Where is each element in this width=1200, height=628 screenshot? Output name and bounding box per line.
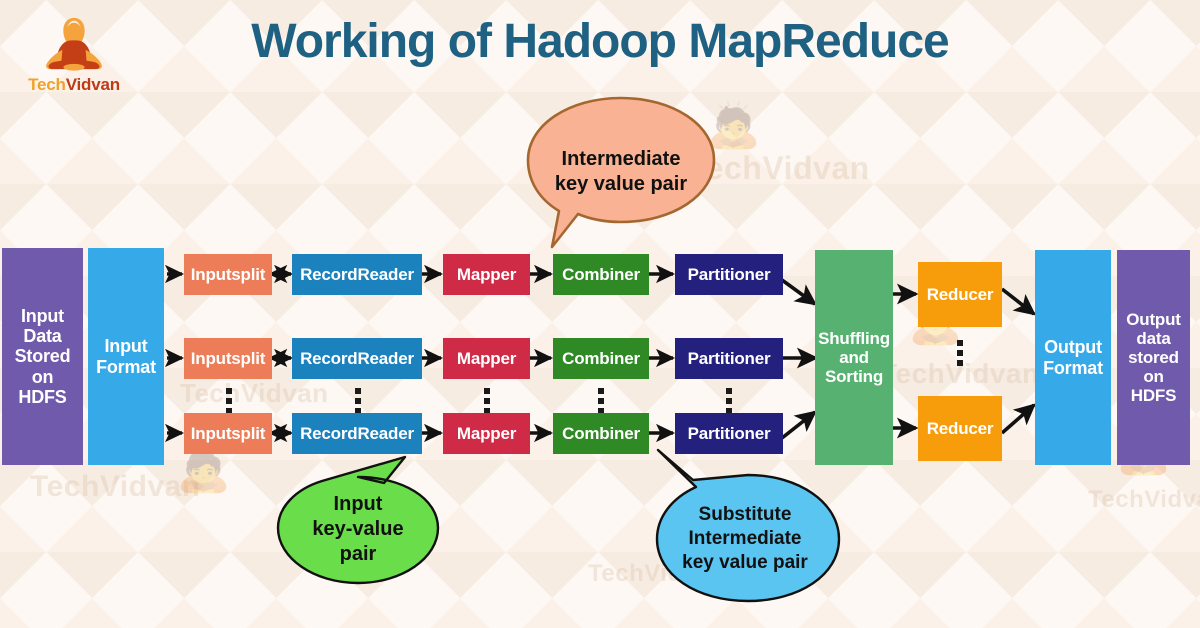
partitioner-box: Partitioner <box>675 338 783 379</box>
shuffling-sorting-block: Shuffling and Sorting <box>815 250 893 465</box>
callout-line: Input <box>333 492 383 515</box>
partitioner-box: Partitioner <box>675 413 783 454</box>
callout-line: key-value <box>312 517 404 540</box>
callout-line: Intermediate <box>561 147 681 170</box>
output-data-hdfs-block: Output data stored on HDFS <box>1117 250 1190 465</box>
brand-word-vidvan: Vidvan <box>65 75 120 94</box>
callout-bubble-shape <box>526 96 716 249</box>
watermark-text: TechVidvan <box>30 470 201 503</box>
reducer-ellipsis <box>956 340 964 366</box>
row-ellipsis <box>483 388 491 414</box>
mapper-box: Mapper <box>443 338 530 379</box>
mapper-box: Mapper <box>443 254 530 295</box>
combiner-label: Combiner <box>562 423 640 443</box>
inputsplit-box: Inputsplit <box>184 254 272 295</box>
recordreader-box: RecordReader <box>292 338 422 379</box>
callout-line: pair <box>339 543 377 566</box>
meditating-person-icon <box>46 17 102 71</box>
callout-text: Substitute Intermediate key value pair <box>676 479 814 575</box>
combiner-box: Combiner <box>553 413 649 454</box>
input-format-block: Input Format <box>88 248 164 465</box>
reducer-label: Reducer <box>926 284 994 304</box>
watermark-logo-icon: 🙇 <box>706 101 761 150</box>
output-data-hdfs-line: HDFS <box>1130 386 1177 406</box>
mapper-label: Mapper <box>456 348 517 368</box>
combiner-label: Combiner <box>562 264 640 284</box>
callout-line: Intermediate <box>688 528 802 550</box>
callout-input-kv: Input key-value pair <box>272 455 444 590</box>
recordreader-box: RecordReader <box>292 254 422 295</box>
row-ellipsis <box>725 388 733 414</box>
input-data-hdfs-line: Stored <box>14 346 71 367</box>
watermark-text: TechVidvan <box>180 378 329 408</box>
mapper-box: Mapper <box>443 413 530 454</box>
inputsplit-label: Inputsplit <box>190 423 266 443</box>
brand-logo: TechVidvan <box>22 14 126 95</box>
row-ellipsis <box>225 388 233 414</box>
output-format-line: Format <box>1043 357 1103 378</box>
page-title: Working of Hadoop MapReduce <box>251 15 949 68</box>
input-format-line: Input <box>104 336 148 357</box>
output-data-hdfs-line: Output <box>1126 309 1181 329</box>
recordreader-box: RecordReader <box>292 413 422 454</box>
shuffling-sorting-line: Sorting <box>824 367 884 387</box>
output-data-hdfs-line: data <box>1136 328 1171 348</box>
brand-word-tech: Tech <box>28 75 66 94</box>
inputsplit-box: Inputsplit <box>184 338 272 379</box>
inputsplit-box: Inputsplit <box>184 413 272 454</box>
callout-text: Input key-value pair <box>306 478 409 568</box>
callout-intermediate-kv: Intermediate key value pair <box>521 92 721 252</box>
inputsplit-label: Inputsplit <box>190 348 266 368</box>
partitioner-label: Partitioner <box>687 348 771 368</box>
shuffling-sorting-line: Shuffling <box>818 328 890 348</box>
row-ellipsis <box>597 388 605 414</box>
brand-wordmark: TechVidvan <box>22 75 126 95</box>
row-ellipsis <box>354 388 362 414</box>
inputsplit-label: Inputsplit <box>190 264 266 284</box>
reducer-box: Reducer <box>918 262 1002 327</box>
recordreader-label: RecordReader <box>300 423 414 443</box>
output-data-hdfs-line: stored <box>1128 347 1179 367</box>
callout-line: key value pair <box>554 173 688 195</box>
input-data-hdfs-line: HDFS <box>18 386 67 407</box>
input-data-hdfs-block: Input Data Stored on HDFS <box>2 248 83 465</box>
watermark-text: TechVidvan <box>688 150 870 186</box>
recordreader-label: RecordReader <box>300 264 414 284</box>
partitioner-label: Partitioner <box>687 423 771 443</box>
reducer-label: Reducer <box>926 418 994 438</box>
combiner-box: Combiner <box>553 254 649 295</box>
output-format-line: Output <box>1044 337 1102 358</box>
input-format-line: Format <box>96 356 156 377</box>
combiner-label: Combiner <box>562 348 640 368</box>
callout-bubble-shape <box>276 455 440 585</box>
watermark-text: TechVidvan <box>1088 486 1200 513</box>
combiner-box: Combiner <box>553 338 649 379</box>
callout-substitute-kv: Substitute Intermediate key value pair <box>645 447 845 607</box>
reducer-box: Reducer <box>918 396 1002 461</box>
partitioner-label: Partitioner <box>687 264 771 284</box>
input-data-hdfs-line: on <box>31 366 54 387</box>
input-data-hdfs-line: Data <box>23 326 62 347</box>
shuffling-sorting-line: and <box>839 347 869 367</box>
output-format-block: Output Format <box>1035 250 1111 465</box>
callout-line: Substitute <box>698 504 792 526</box>
callout-bubble-shape <box>655 448 841 603</box>
partitioner-box: Partitioner <box>675 254 783 295</box>
output-data-hdfs-line: on <box>1143 367 1164 387</box>
callout-line: key value pair <box>682 551 808 573</box>
mapper-label: Mapper <box>456 264 517 284</box>
watermark-logo-icon: 🙇 <box>176 445 231 494</box>
recordreader-label: RecordReader <box>300 348 414 368</box>
callout-text: Intermediate key value pair <box>549 147 693 197</box>
mapper-label: Mapper <box>456 423 517 443</box>
input-data-hdfs-line: Input <box>21 306 64 327</box>
